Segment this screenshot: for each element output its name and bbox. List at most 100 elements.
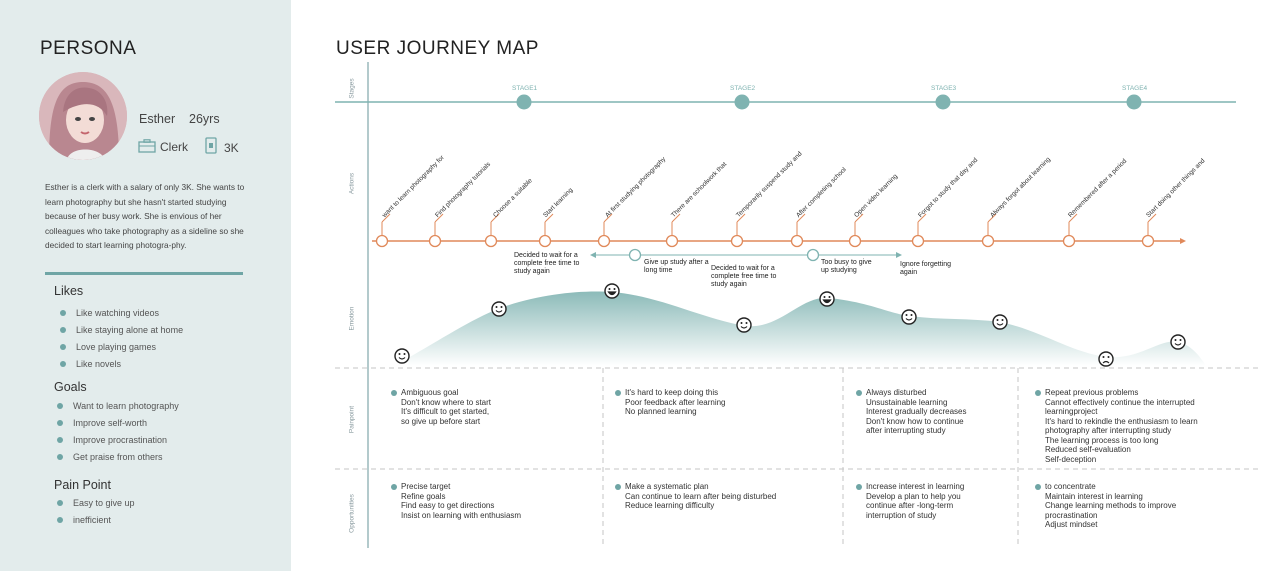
stage-marker	[1126, 94, 1142, 110]
list-item: Like staying alone at home	[54, 324, 183, 341]
stage-marker	[935, 94, 951, 110]
face-eye	[996, 319, 999, 321]
timeline-note: Too busy to give up studying	[821, 259, 872, 274]
list-item: Get praise from others	[51, 451, 179, 468]
action-stem-tip	[987, 213, 997, 223]
action-stem-tip	[736, 213, 746, 223]
stage-marker	[734, 94, 750, 110]
grin-face-icon	[604, 283, 620, 299]
persona-job: Clerk	[160, 140, 189, 154]
branch-dot	[628, 248, 642, 262]
list-item: Want to learn photography	[51, 400, 179, 417]
action-stem-tip	[603, 213, 613, 223]
face-eye	[1107, 356, 1110, 358]
action-point	[848, 234, 862, 248]
timeline-note: Give up study after a long time	[644, 259, 709, 274]
face-eye	[403, 353, 406, 355]
branch-dot	[806, 248, 820, 262]
list-item: Like watching videos	[54, 307, 183, 324]
face-mouth	[607, 291, 617, 296]
face-mouth	[822, 299, 832, 304]
smile-face-icon	[736, 317, 752, 333]
face-mouth	[740, 326, 748, 329]
action-stem-tip	[1147, 213, 1157, 223]
goals-list: Want to learn photography Improve self-w…	[51, 400, 179, 468]
face-eye	[500, 306, 503, 308]
avatar	[39, 72, 127, 160]
face-mouth	[996, 323, 1004, 326]
action-stem-tip	[381, 213, 391, 223]
emotion-curve	[408, 291, 1206, 366]
face-eye	[745, 322, 748, 324]
emotion-faces	[394, 283, 1186, 367]
timeline-note: Decided to wait for a complete free time…	[514, 252, 580, 275]
stage-label: STAGE4	[1122, 85, 1148, 92]
stage-marker	[516, 94, 532, 110]
face-outline	[394, 348, 410, 364]
action-stem-tip	[917, 213, 927, 223]
action-point	[375, 234, 389, 248]
persona-bio: Esther is a clerk with a salary of only …	[45, 182, 245, 251]
action-point	[1141, 234, 1155, 248]
face-eye	[1174, 339, 1177, 341]
action-point	[597, 234, 611, 248]
action-point	[981, 234, 995, 248]
branch-arrow	[590, 252, 596, 258]
action-stem-tip	[796, 213, 806, 223]
action-point	[730, 234, 744, 248]
action-point	[911, 234, 925, 248]
smile-face-icon	[901, 309, 917, 325]
timeline-note: Ignore forgetting again	[900, 261, 951, 276]
persona-salary: 3K	[224, 141, 239, 155]
face-eye	[1102, 356, 1105, 358]
divider	[45, 272, 243, 275]
pain-list: Easy to give up inefficient	[51, 497, 135, 531]
face-mouth	[1174, 343, 1182, 346]
action-point	[1062, 234, 1076, 248]
face-outline	[992, 314, 1008, 330]
face-eye	[1001, 319, 1004, 321]
face-eye	[828, 296, 831, 298]
avatar-portrait-icon	[39, 72, 127, 160]
action-stem-tip	[1068, 213, 1078, 223]
face-mouth	[905, 318, 913, 321]
face-eye	[1179, 339, 1182, 341]
list-item: Like novels	[54, 358, 183, 375]
briefcase-icon	[138, 139, 156, 158]
stage-markers	[516, 94, 1142, 110]
face-outline	[736, 317, 752, 333]
goals-title: Goals	[54, 380, 87, 394]
likes-title: Likes	[54, 284, 84, 298]
smile-face-icon	[394, 348, 410, 364]
action-point	[428, 234, 442, 248]
action-stems	[381, 213, 1157, 241]
timeline-note: Decided to wait for a complete free time…	[711, 265, 777, 288]
persona-title: PERSONA	[40, 38, 137, 59]
persona-name: Esther	[139, 112, 176, 126]
face-outline	[1098, 351, 1114, 367]
list-item: Improve self-worth	[51, 417, 179, 434]
list-item: Improve procrastination	[51, 434, 179, 451]
face-outline	[491, 301, 507, 317]
action-point	[665, 234, 679, 248]
stage-label: STAGE2	[730, 85, 756, 92]
sad-face-icon	[1098, 351, 1114, 367]
face-eye	[740, 322, 743, 324]
action-point	[790, 234, 804, 248]
action-point	[484, 234, 498, 248]
stage-label: STAGE1	[512, 85, 538, 92]
smile-face-icon	[1170, 334, 1186, 350]
pain-title: Pain Point	[54, 478, 111, 492]
face-eye	[495, 306, 498, 308]
likes-list: Like watching videos Like staying alone …	[54, 307, 183, 375]
face-outline	[1170, 334, 1186, 350]
smile-face-icon	[992, 314, 1008, 330]
face-outline	[819, 291, 835, 307]
